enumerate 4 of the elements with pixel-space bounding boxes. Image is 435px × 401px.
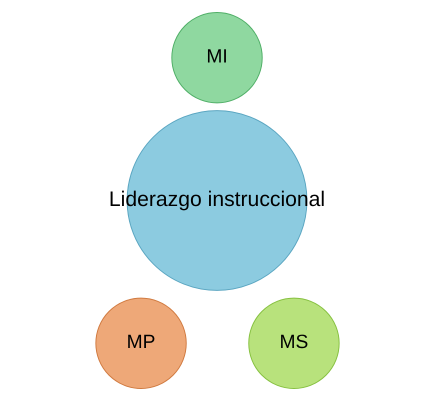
node-circle: MS <box>248 298 340 389</box>
node-circle: MP <box>95 298 187 389</box>
node-label: Liderazgo instruccional <box>108 188 326 211</box>
node-circle: MI <box>171 12 263 104</box>
